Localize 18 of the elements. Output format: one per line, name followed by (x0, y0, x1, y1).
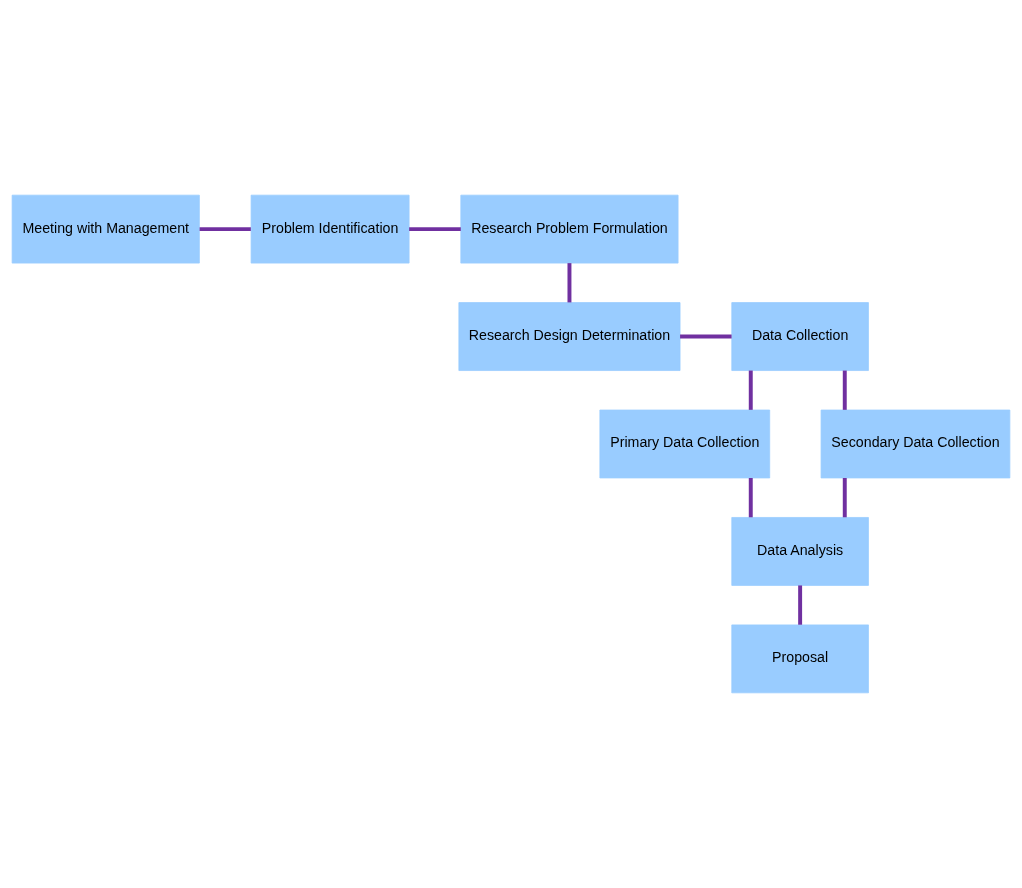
node-box: Meeting with Management (11, 194, 200, 264)
connector (680, 334, 732, 339)
node-box: Primary Data Collection (599, 409, 771, 479)
node-box: Data Collection (731, 302, 869, 371)
node-box: Secondary Data Collection (820, 409, 1011, 479)
connector (199, 227, 251, 232)
connector (748, 478, 753, 518)
node-box: Research Design Determination (458, 302, 681, 371)
connector (798, 585, 803, 625)
connector (409, 227, 461, 232)
node-box: Data Analysis (731, 517, 869, 586)
node-box: Research Problem Formulation (460, 194, 679, 264)
node-box: Problem Identification (250, 194, 410, 264)
connector (842, 370, 847, 410)
connector (567, 263, 572, 303)
node-box: Proposal (731, 624, 869, 694)
connector (748, 370, 753, 410)
connector (842, 478, 847, 518)
